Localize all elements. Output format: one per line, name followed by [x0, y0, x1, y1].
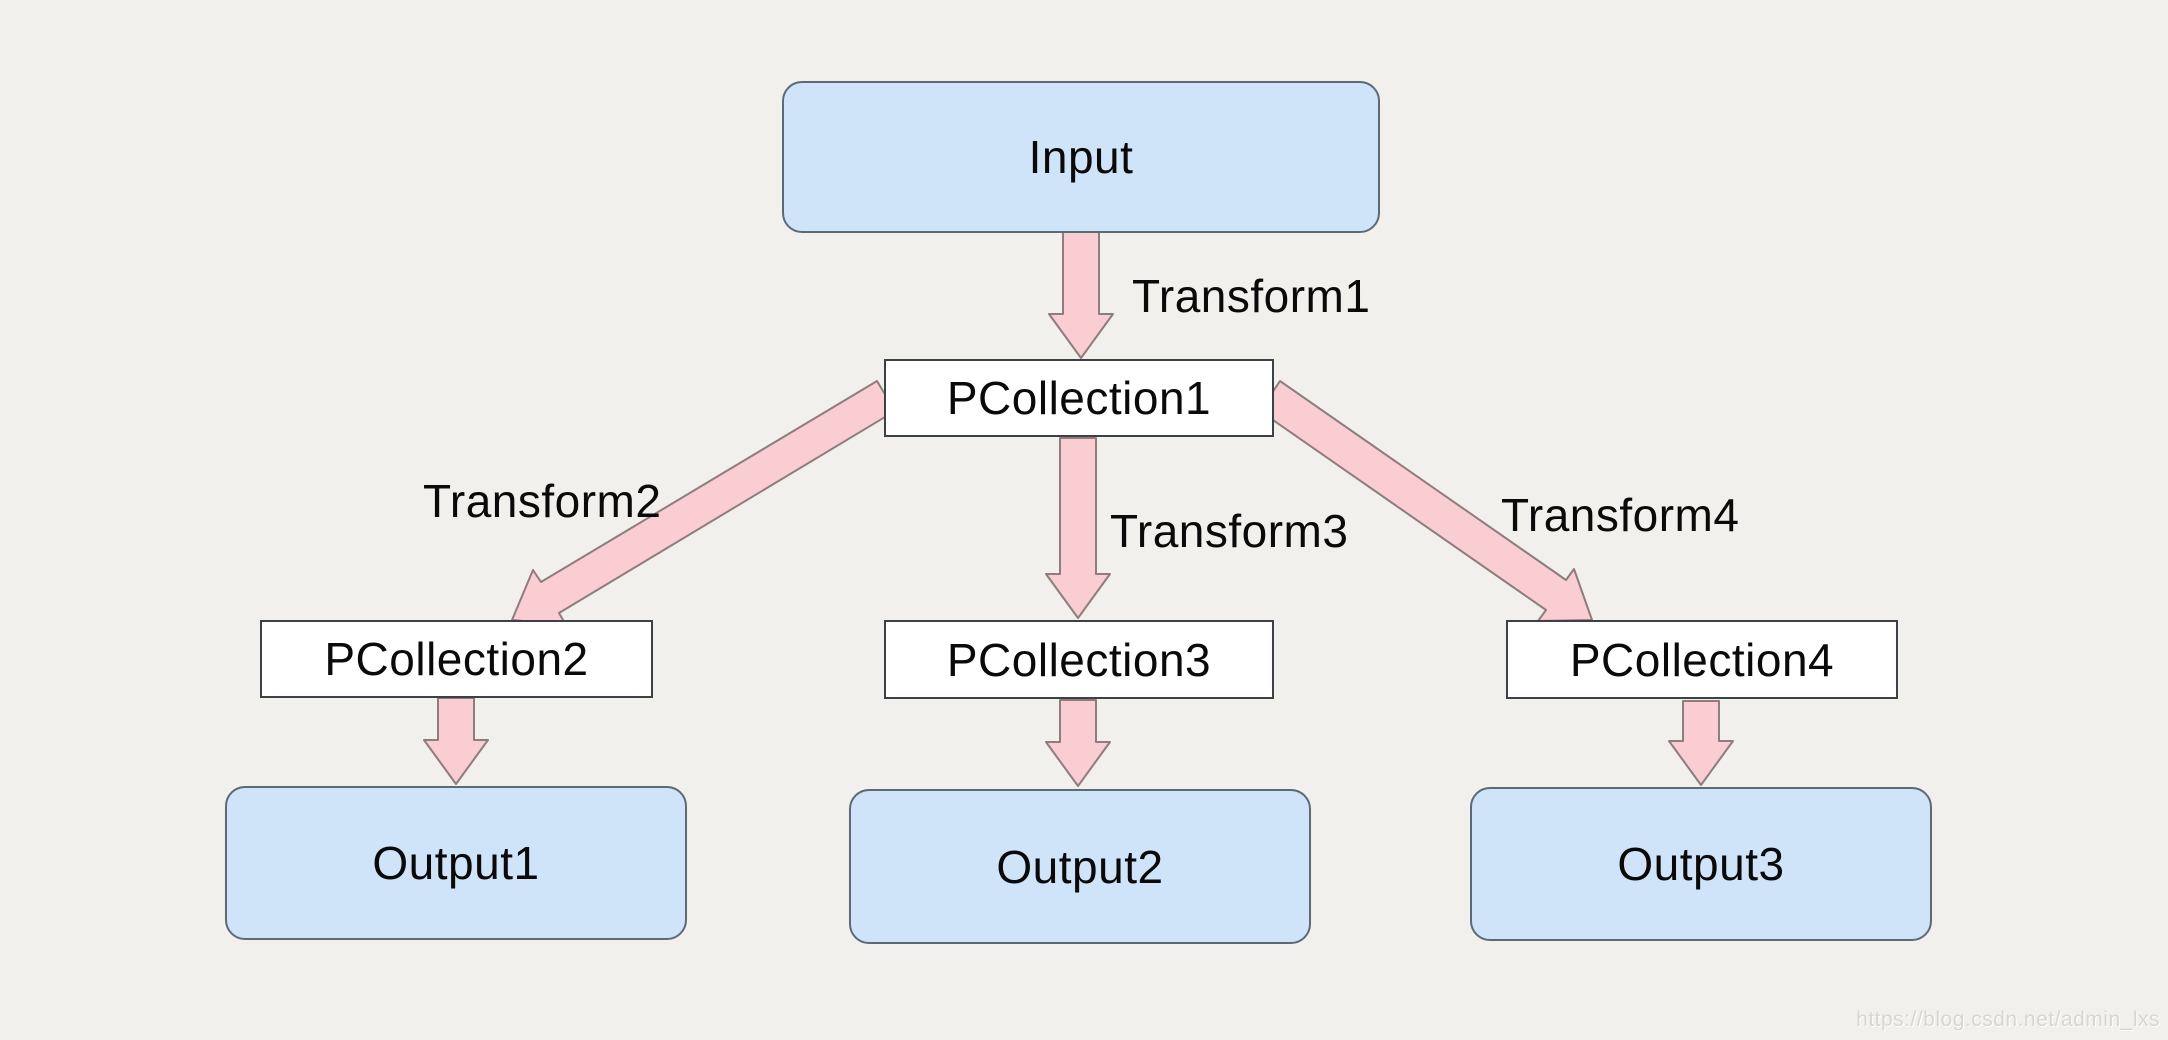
arrow-pcollection3-to-output2: [1045, 699, 1111, 787]
node-pcollection1: PCollection1: [884, 359, 1274, 437]
node-pcollection3: PCollection3: [884, 620, 1274, 699]
arrow-pcollection2-to-output1: [423, 697, 489, 785]
node-output1: Output1: [225, 786, 687, 940]
arrow-pcollection1-to-pcollection3: [1045, 437, 1111, 619]
node-pcollection4-label: PCollection4: [1569, 633, 1835, 686]
edge-label-transform1: Transform1: [1132, 270, 1371, 322]
node-output2: Output2: [849, 789, 1311, 944]
node-output3-label: Output3: [1617, 838, 1785, 890]
node-pcollection2: PCollection2: [260, 620, 653, 698]
edge-label-transform4: Transform4: [1501, 489, 1740, 541]
watermark-url: https://blog.csdn.net/admin_lxs: [1856, 1008, 2160, 1031]
node-pcollection3-label: PCollection3: [946, 633, 1212, 686]
edge-label-transform3: Transform3: [1110, 505, 1349, 557]
node-pcollection1-label: PCollection1: [946, 372, 1212, 424]
node-input-label: Input: [1028, 131, 1134, 183]
node-pcollection2-label: PCollection2: [324, 633, 589, 685]
node-output1-label: Output1: [372, 837, 540, 889]
edge-label-transform2: Transform2: [423, 475, 662, 527]
node-pcollection4: PCollection4: [1506, 620, 1898, 699]
node-input: Input: [782, 81, 1380, 233]
node-output2-label: Output2: [996, 840, 1164, 893]
arrow-input-to-pcollection1: [1048, 231, 1114, 359]
node-output3: Output3: [1470, 787, 1932, 941]
arrow-pcollection4-to-output3: [1668, 700, 1734, 786]
